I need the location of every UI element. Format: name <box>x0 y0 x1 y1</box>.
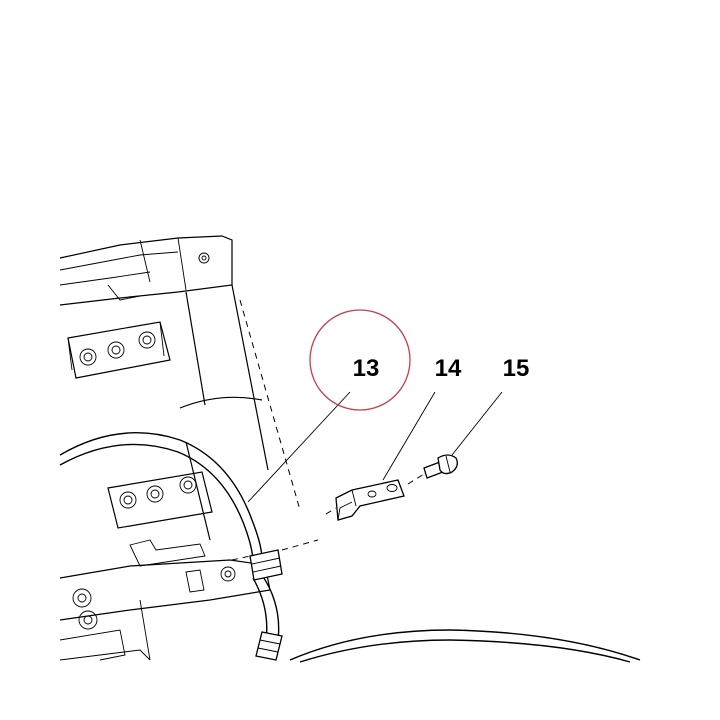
frame-structure <box>59 235 301 661</box>
bolt-part-15 <box>423 454 458 479</box>
callout-13-label[interactable]: 13 <box>353 355 380 382</box>
assembly-guide-lines <box>231 473 425 561</box>
callout-14-label[interactable]: 14 <box>435 355 462 382</box>
bracket-part-14 <box>335 479 405 521</box>
leader-line-15 <box>451 391 503 456</box>
callout-15-label[interactable]: 15 <box>503 355 530 382</box>
hose-part-13 <box>59 432 641 663</box>
hose-clamp-sleeve <box>249 549 283 581</box>
callout-13-highlight-circle <box>309 309 411 411</box>
leader-lines <box>247 391 503 503</box>
leader-line-13 <box>247 391 351 503</box>
leader-line-14 <box>382 391 436 481</box>
